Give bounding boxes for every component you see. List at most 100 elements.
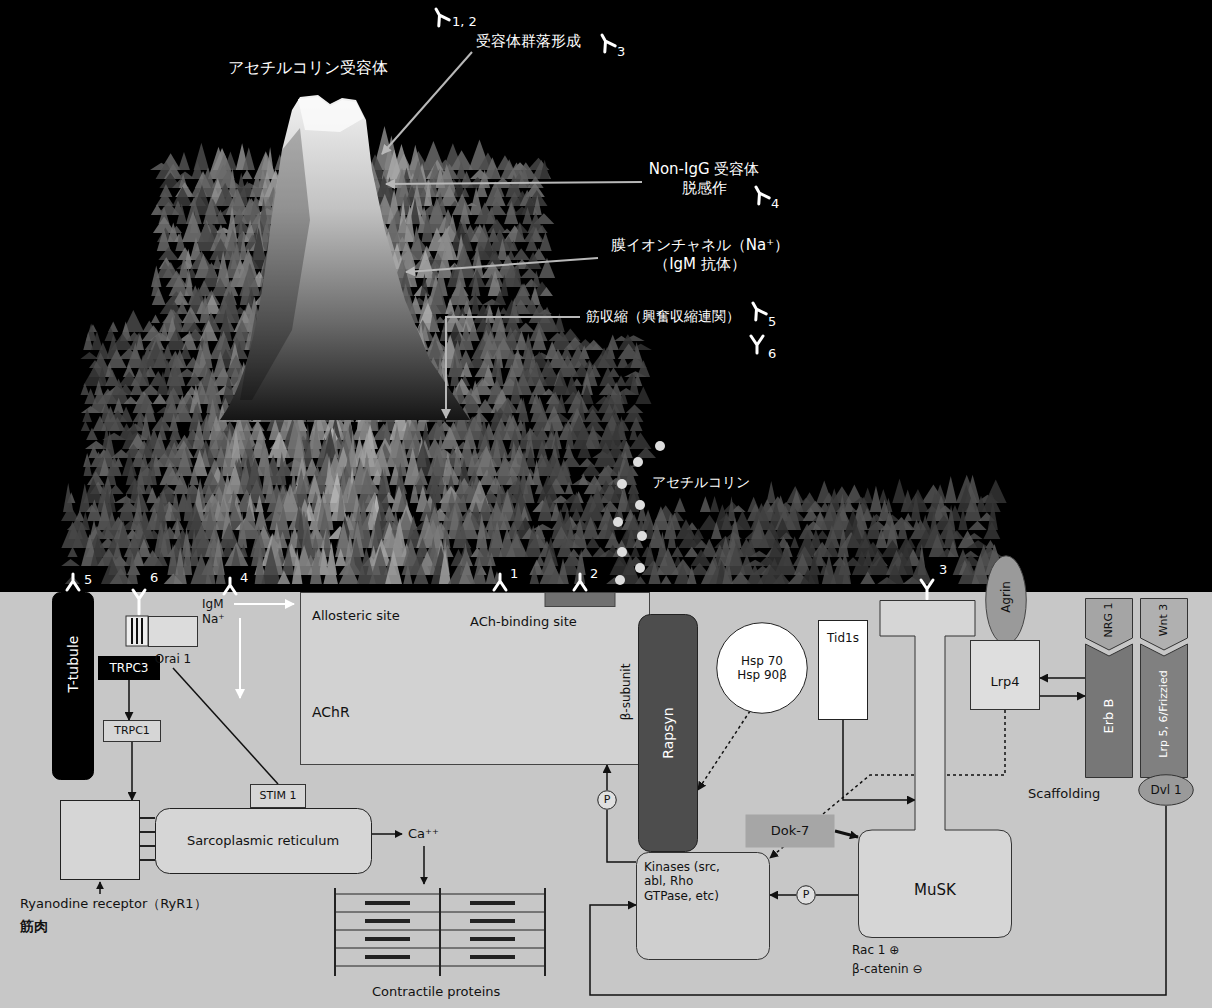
- terrain-spike: [944, 476, 957, 503]
- terrain-spike: [485, 304, 495, 323]
- terrain-spike: [637, 360, 650, 377]
- terrain-spike: [487, 219, 507, 233]
- terrain-spike: [310, 549, 322, 584]
- terrain-spike: [629, 426, 638, 440]
- terrain-spike: [700, 496, 711, 512]
- terrain-spike: [586, 537, 600, 548]
- terrain-spike: [533, 195, 542, 215]
- terrain-spike: [254, 504, 267, 530]
- terrain-spike: [727, 496, 735, 521]
- terrain-spike: [429, 304, 439, 332]
- terrain-spike: [67, 547, 77, 557]
- terrain-spike: [155, 552, 168, 566]
- terrain-spike: [968, 521, 986, 530]
- terrain-spike: [81, 383, 90, 395]
- terrain-spike: [157, 372, 169, 395]
- terrain-spike: [591, 343, 601, 350]
- terrain-spike: [241, 170, 252, 179]
- terrain-spike: [439, 549, 451, 584]
- terrain-spike: [216, 559, 226, 584]
- terrain-spike: [82, 409, 92, 422]
- terrain-spike: [147, 454, 157, 485]
- surface-plot: [61, 126, 1007, 584]
- terrain-spike: [500, 274, 508, 296]
- terrain-spike: [862, 542, 884, 557]
- terrain-spike: [532, 271, 541, 287]
- terrain-spike: [837, 527, 848, 557]
- terrain-spike: [525, 525, 542, 557]
- terrain-spike: [947, 540, 958, 557]
- terrain-spike: [607, 335, 619, 350]
- terrain-spike: [225, 542, 249, 566]
- terrain-spike: [450, 355, 459, 386]
- terrain-spike: [292, 548, 303, 584]
- terrain-spike: [613, 540, 631, 557]
- terrain-spike: [452, 194, 472, 215]
- terrain-spike: [192, 419, 205, 449]
- terrain-spike: [629, 373, 639, 395]
- terrain-spike: [661, 575, 672, 584]
- terrain-spike: [176, 302, 188, 314]
- terrain-spike: [790, 536, 798, 548]
- terrain-spike: [440, 426, 459, 449]
- terrain-spike: [89, 387, 110, 413]
- terrain-spike: [169, 424, 181, 440]
- terrain-spike: [581, 463, 601, 476]
- terrain-spike: [539, 232, 552, 251]
- terrain-spike: [385, 550, 402, 584]
- terrain-spike: [61, 559, 80, 566]
- terrain-spike: [958, 508, 967, 530]
- terrain-spike: [943, 521, 956, 548]
- terrain-spike: [459, 561, 475, 584]
- terrain-spike: [808, 553, 819, 584]
- terrain-spike: [612, 391, 625, 413]
- terrain-spike: [185, 273, 194, 296]
- terrain-spike: [421, 209, 433, 242]
- terrain-spike: [636, 447, 656, 458]
- terrain-spike: [577, 440, 591, 458]
- terrain-spike: [128, 522, 150, 548]
- terrain-spike: [460, 362, 472, 377]
- terrain-spike: [189, 467, 199, 485]
- terrain-spike: [152, 288, 166, 305]
- terrain-spike: [239, 264, 261, 296]
- terrain-spike: [127, 553, 138, 584]
- terrain-spike: [75, 510, 85, 521]
- terrain-spike: [492, 191, 506, 206]
- terrain-spike: [674, 497, 686, 512]
- terrain-spike: [671, 546, 683, 557]
- terrain-spike: [485, 181, 506, 206]
- terrain-spike: [630, 344, 652, 350]
- terrain-spike: [522, 207, 532, 224]
- terrain-spike: [691, 549, 712, 566]
- terrain-spike: [620, 440, 633, 458]
- terrain-spike: [543, 405, 565, 431]
- terrain-spike: [625, 464, 636, 485]
- terrain-spike: [473, 557, 487, 584]
- terrain-spike: [172, 186, 192, 206]
- terrain-spike: [518, 167, 531, 188]
- terrain-spike: [624, 406, 644, 422]
- terrain-spike: [710, 496, 719, 512]
- terrain-spike: [237, 512, 247, 548]
- terrain-spike: [174, 404, 194, 422]
- terrain-spike: [526, 236, 538, 251]
- terrain-spike: [842, 556, 851, 584]
- terrain-spike: [967, 540, 990, 548]
- terrain-spike: [631, 545, 640, 557]
- terrain-spike: [471, 273, 480, 296]
- terrain-spike: [531, 524, 553, 530]
- terrain-spike: [212, 536, 225, 575]
- terrain-spike: [231, 546, 240, 566]
- terrain-spike: [875, 527, 887, 548]
- terrain-spike: [870, 486, 882, 512]
- terrain-spike: [911, 494, 921, 521]
- terrain-spike: [565, 375, 578, 395]
- terrain-spike: [458, 323, 473, 350]
- terrain-spike: [582, 516, 599, 539]
- terrain-spike: [255, 495, 263, 512]
- terrain-spike: [174, 547, 187, 584]
- terrain-spike: [506, 533, 528, 557]
- terrain-spike: [130, 380, 143, 395]
- terrain-spike: [323, 553, 338, 584]
